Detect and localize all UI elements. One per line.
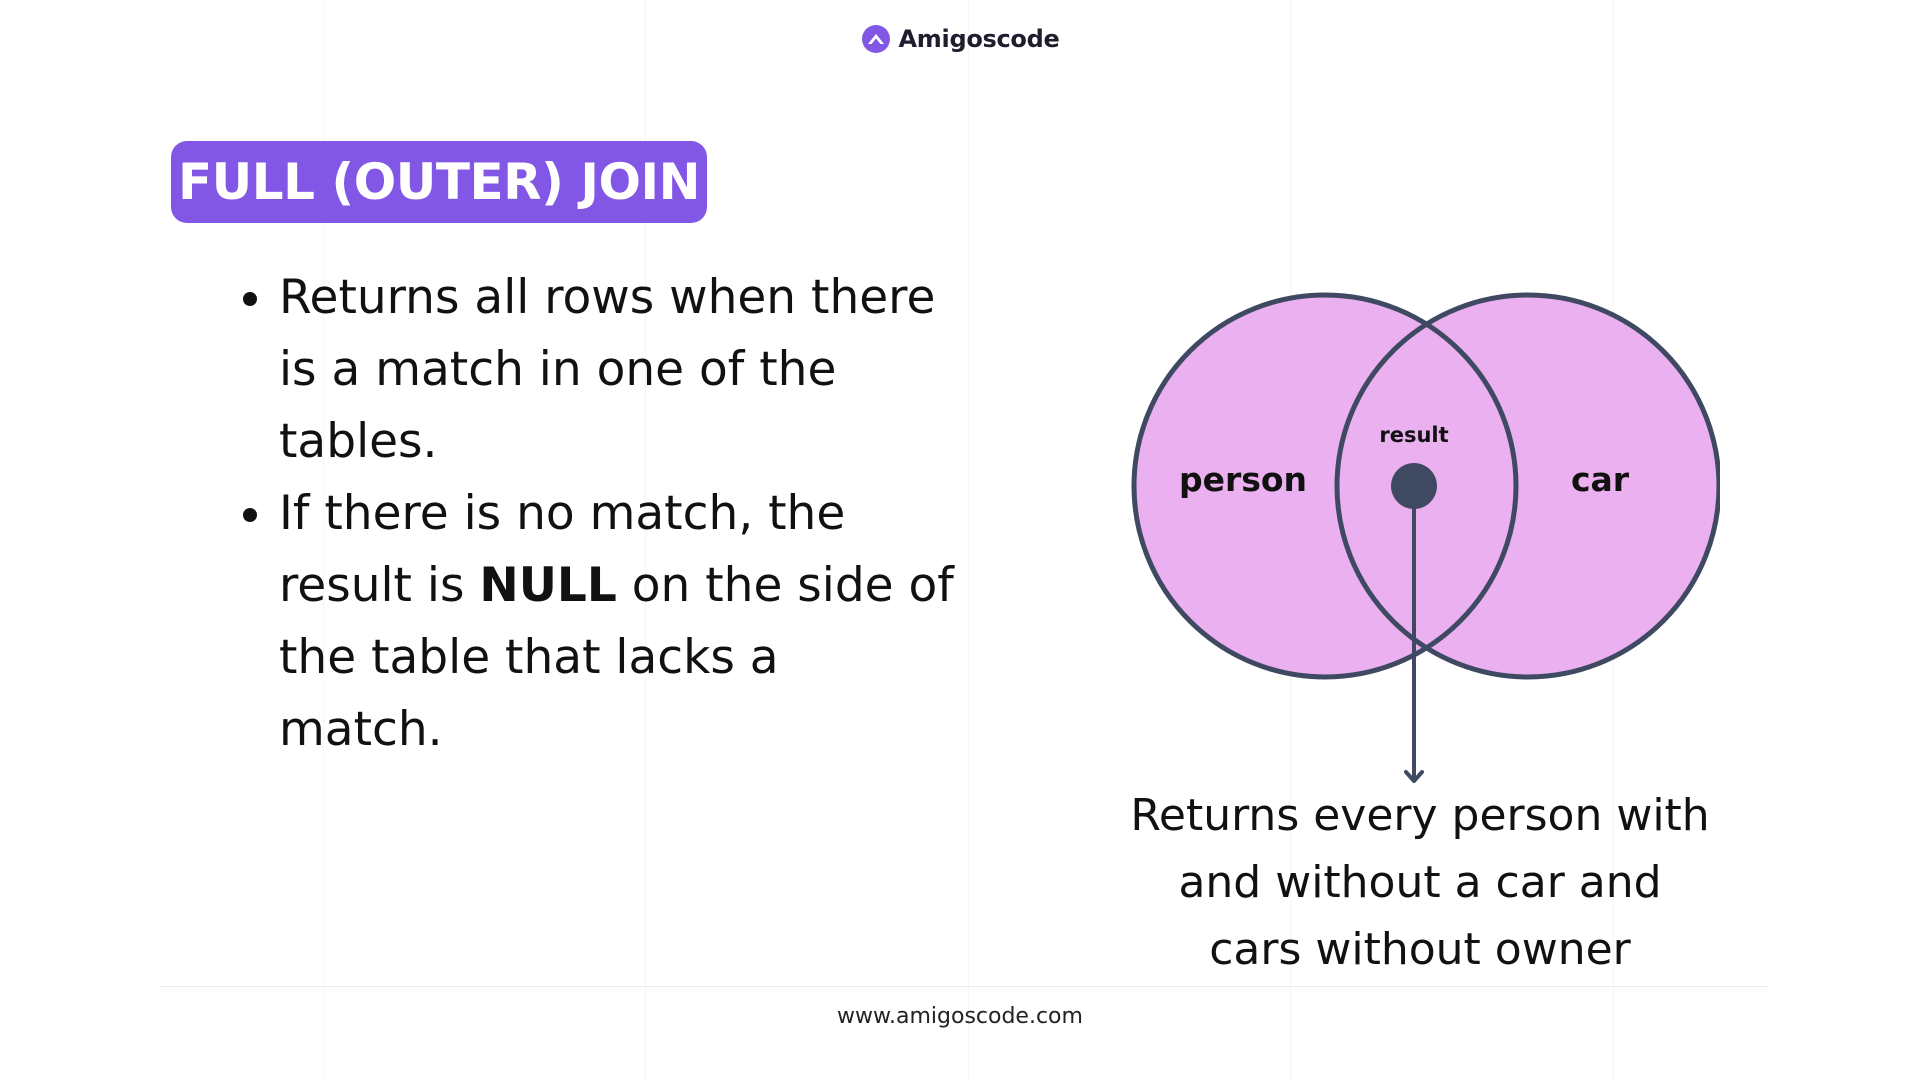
bullet-list: Returns all rows when there is a match i… bbox=[237, 262, 1017, 766]
car-circle bbox=[1337, 295, 1719, 677]
bullet-text-line: If there is no match, the bbox=[279, 486, 846, 541]
caption-line: Returns every person with bbox=[1130, 790, 1710, 841]
bullet-dot-icon bbox=[243, 508, 257, 522]
bullet-text-line: Returns all rows when there bbox=[279, 270, 936, 325]
footer-url: www.amigoscode.com bbox=[837, 1004, 1083, 1029]
car-label: car bbox=[1571, 460, 1630, 499]
result-dot bbox=[1391, 463, 1437, 509]
title-badge: FULL (OUTER) JOIN bbox=[171, 141, 707, 223]
page-title: FULL (OUTER) JOIN bbox=[178, 153, 700, 211]
null-keyword: NULL bbox=[479, 558, 617, 613]
bullet-text-line: tables. bbox=[279, 414, 438, 469]
venn-diagram: person car result bbox=[1131, 292, 1720, 783]
bullet-item: Returns all rows when there is a match i… bbox=[237, 262, 1017, 478]
background-guide-line bbox=[968, 0, 969, 1080]
caption-line: cars without owner bbox=[1209, 924, 1631, 975]
result-label: result bbox=[1379, 423, 1448, 447]
diagram-caption: Returns every person with and without a … bbox=[1060, 782, 1780, 983]
brand-name: Amigoscode bbox=[898, 25, 1060, 53]
person-circle-outline bbox=[1131, 292, 1519, 680]
car-circle-outline bbox=[1334, 292, 1720, 680]
footer-divider bbox=[160, 986, 1768, 987]
amigoscode-logo-icon bbox=[861, 25, 890, 53]
bullet-text-line: match. bbox=[279, 702, 443, 757]
brand-logo: Amigoscode bbox=[0, 24, 1920, 54]
bullet-dot-icon bbox=[243, 292, 257, 306]
background-guide-line bbox=[323, 0, 324, 1080]
bullet-text-line: is a match in one of the bbox=[279, 342, 837, 397]
bullet-text-line: the table that lacks a bbox=[279, 630, 779, 685]
person-label: person bbox=[1179, 460, 1307, 499]
arrow-head-icon bbox=[1404, 770, 1424, 783]
bullet-text-segment: result is bbox=[279, 558, 480, 613]
background-guide-line bbox=[645, 0, 646, 1080]
bullet-text-segment: on the side of bbox=[616, 558, 954, 613]
bullet-text-line: result is NULL on the side of bbox=[279, 550, 1017, 622]
bullet-item: If there is no match, the result is NULL… bbox=[237, 478, 1017, 766]
caption-line: and without a car and bbox=[1178, 857, 1662, 908]
